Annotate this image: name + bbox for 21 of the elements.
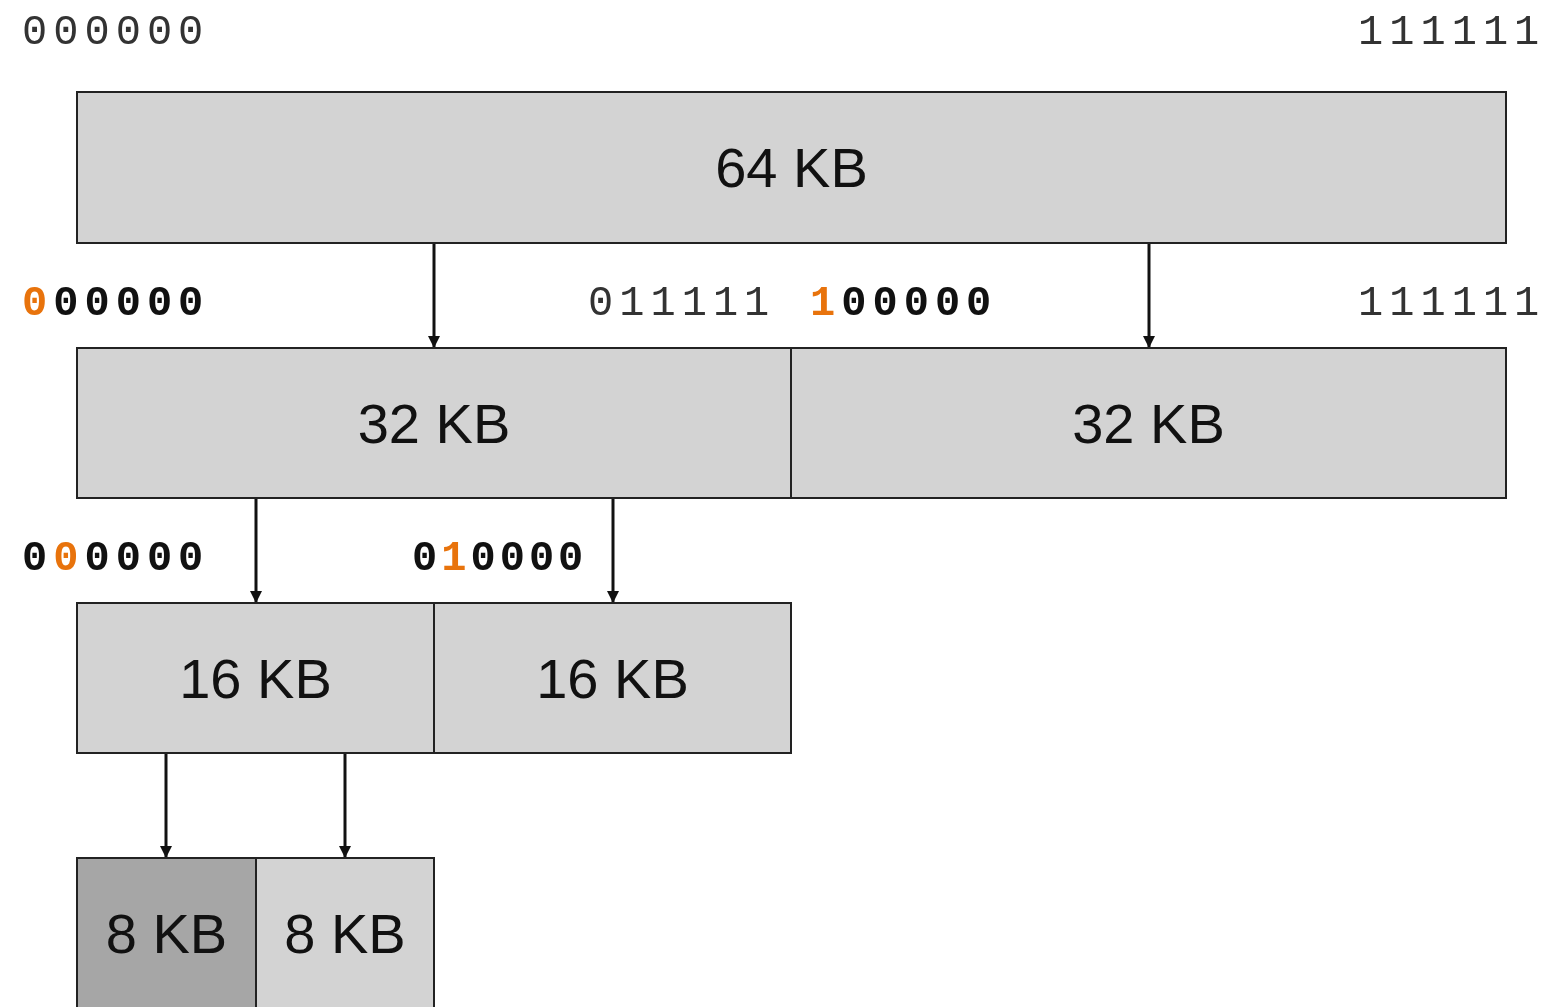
size-label: 64 KB bbox=[715, 135, 868, 200]
arrow bbox=[339, 754, 351, 858]
arrow bbox=[250, 499, 262, 603]
arrow bbox=[160, 754, 172, 858]
memory-block bbox=[433, 602, 792, 754]
size-label: 8 KB bbox=[105, 900, 228, 966]
arrow bbox=[607, 499, 619, 603]
memory-block bbox=[255, 857, 435, 1007]
memory-block bbox=[76, 347, 792, 499]
memory-block bbox=[76, 857, 257, 1007]
size-label: 8 KB bbox=[284, 900, 406, 966]
memory-block bbox=[76, 602, 435, 754]
arrow bbox=[1143, 244, 1155, 348]
memory-block bbox=[76, 91, 1507, 244]
size-label: 32 KB bbox=[1072, 390, 1225, 456]
size-label: 16 KB bbox=[179, 645, 332, 711]
memory-block bbox=[790, 347, 1507, 499]
size-label: 32 KB bbox=[357, 390, 511, 456]
address-label: 010000 bbox=[412, 538, 588, 580]
size-label: 16 KB bbox=[536, 645, 689, 711]
arrow bbox=[428, 244, 440, 348]
